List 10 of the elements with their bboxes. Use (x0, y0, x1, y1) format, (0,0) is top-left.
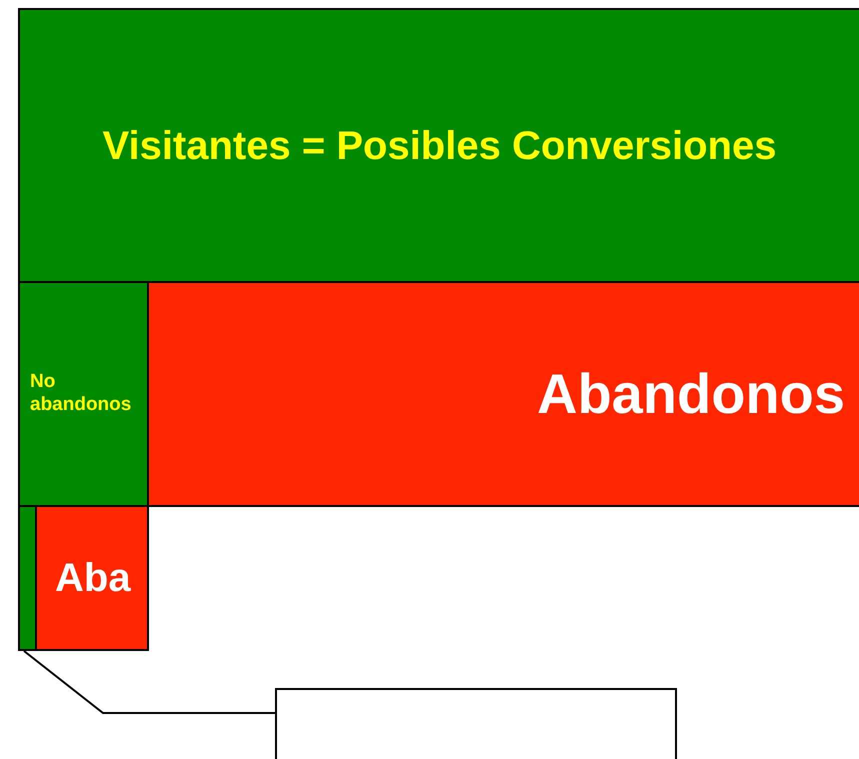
node-label: Visitantes = Posibles Conversiones (102, 122, 776, 170)
box-shape (275, 688, 677, 759)
node-label: No abandonos (30, 371, 132, 417)
abandon-box (147, 281, 859, 507)
leader-line (23, 650, 275, 714)
abandon-box (35, 505, 149, 651)
node-label: Aba (55, 555, 131, 602)
visitors-band (18, 8, 859, 283)
non-abandon-box (18, 281, 149, 507)
node-label: Abandonos (537, 361, 845, 428)
